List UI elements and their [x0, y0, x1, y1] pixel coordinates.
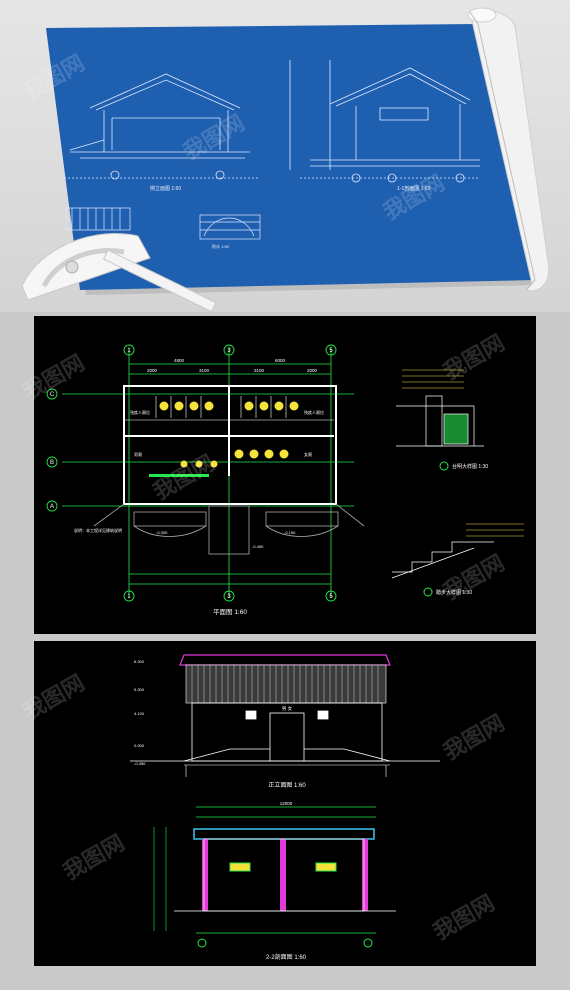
grid-bubble-c: [46, 388, 58, 400]
grid-number-1: 1: [127, 348, 131, 354]
section-2-2-title: 2-2剖面图 1:60: [266, 953, 307, 961]
elevation-drawing: 男 女 正立面图 1:60 6.300 5.300 4.100 0.900 -0…: [130, 654, 440, 961]
front-elevation-title: 正立面图 1:60: [268, 781, 306, 789]
grid-letter-a: A: [50, 504, 54, 510]
grid-bubble-3: [223, 344, 235, 356]
section-1-1-drawing: [289, 60, 480, 183]
grid-bubble-b: [46, 456, 58, 468]
grid-lines: [62, 348, 354, 598]
floor-plan-note: 说明：本工程详见建筑说明: [74, 527, 122, 533]
side-elevation-drawing: [60, 73, 260, 180]
ramp-right: [265, 511, 339, 527]
dim-sub-2: 3100: [199, 368, 210, 373]
dim-sub-4: 2000: [307, 368, 318, 373]
grid-bubble-5: [325, 344, 337, 356]
platform-detail: [396, 395, 484, 447]
small-label: 防水 1:50: [212, 243, 230, 249]
grid-bubble-5-bottom: [325, 590, 337, 602]
grid-bubble-3-bottom: [223, 590, 235, 602]
entrance-path: [208, 505, 250, 555]
toilet-fixtures: [159, 401, 299, 468]
side-elevation-label: 侧立面图 1:60: [150, 185, 181, 192]
level-3: -0.150: [284, 530, 296, 535]
floor-plan-panel: 1 3 5 1 3 5 C B A 4800 6000 2000 3100 31…: [34, 316, 536, 634]
section-2-2: [153, 806, 396, 948]
section-1-1-label: 1-1剖面图 1:60: [397, 185, 431, 192]
grid-number-3: 3: [227, 348, 231, 354]
grid-number-1-bottom: 1: [127, 594, 131, 600]
room-label-3: 男厕: [134, 451, 142, 457]
blueprint-sheet: 侧立面图 1:60 1-1剖面图 1:60: [21, 7, 550, 313]
elev-level-2: 5.300: [134, 687, 145, 692]
room-label-2: 残疾人厕位: [304, 409, 324, 415]
elev-level-4: 0.900: [134, 743, 145, 748]
elev-level-3: 4.100: [134, 711, 145, 716]
section-dim: 12000: [280, 801, 293, 806]
floor-plan-drawing: 1 3 5 1 3 5 C B A 4800 6000 2000 3100 31…: [46, 344, 524, 616]
room-label-4: 女厕: [304, 451, 312, 457]
dim-sub-3: 3100: [254, 368, 265, 373]
dim-top-left: 4800: [174, 358, 185, 363]
elev-level-1: 6.300: [134, 659, 145, 664]
floor-plan-title: 平面图 1:60: [213, 608, 247, 616]
building-walls: [123, 385, 337, 505]
door-sign: 男 女: [282, 705, 293, 712]
roll-top: [467, 7, 497, 23]
detail-drawings: [65, 207, 261, 240]
elev-level-5: -0.450: [134, 761, 146, 766]
grid-bubble-a: [46, 500, 58, 512]
level-1: -0.450: [252, 544, 264, 549]
grid-letter-c: C: [50, 392, 55, 398]
grid-number-5: 5: [329, 348, 333, 354]
front-elevation-body: [130, 702, 440, 762]
grid-number-3-bottom: 3: [227, 594, 231, 600]
protractor-icon: [21, 232, 217, 313]
dim-top-right: 6000: [275, 358, 286, 363]
grid-bubble-1: [123, 344, 135, 356]
front-elevation-roof: [179, 654, 391, 704]
grid-number-5-bottom: 5: [329, 594, 333, 600]
elevation-panel: 男 女 正立面图 1:60 6.300 5.300 4.100 0.900 -0…: [34, 641, 536, 966]
blueprint-paper: [46, 24, 535, 290]
ramp-left: [133, 511, 207, 527]
dim-sub-1: 2000: [147, 368, 158, 373]
step-detail: [391, 541, 494, 579]
platform-detail-title: 台明大样图 1:30: [452, 463, 488, 470]
blueprint-panel: 侧立面图 1:60 1-1剖面图 1:60: [0, 0, 570, 313]
level-2: -0.300: [156, 530, 168, 535]
grid-letter-b: B: [50, 460, 54, 466]
roof-tiles: [191, 665, 379, 703]
room-label-1: 残疾人厕位: [130, 409, 150, 415]
step-detail-title: 踏步大样图 1:30: [436, 589, 472, 596]
grid-bubble-1-bottom: [123, 590, 135, 602]
